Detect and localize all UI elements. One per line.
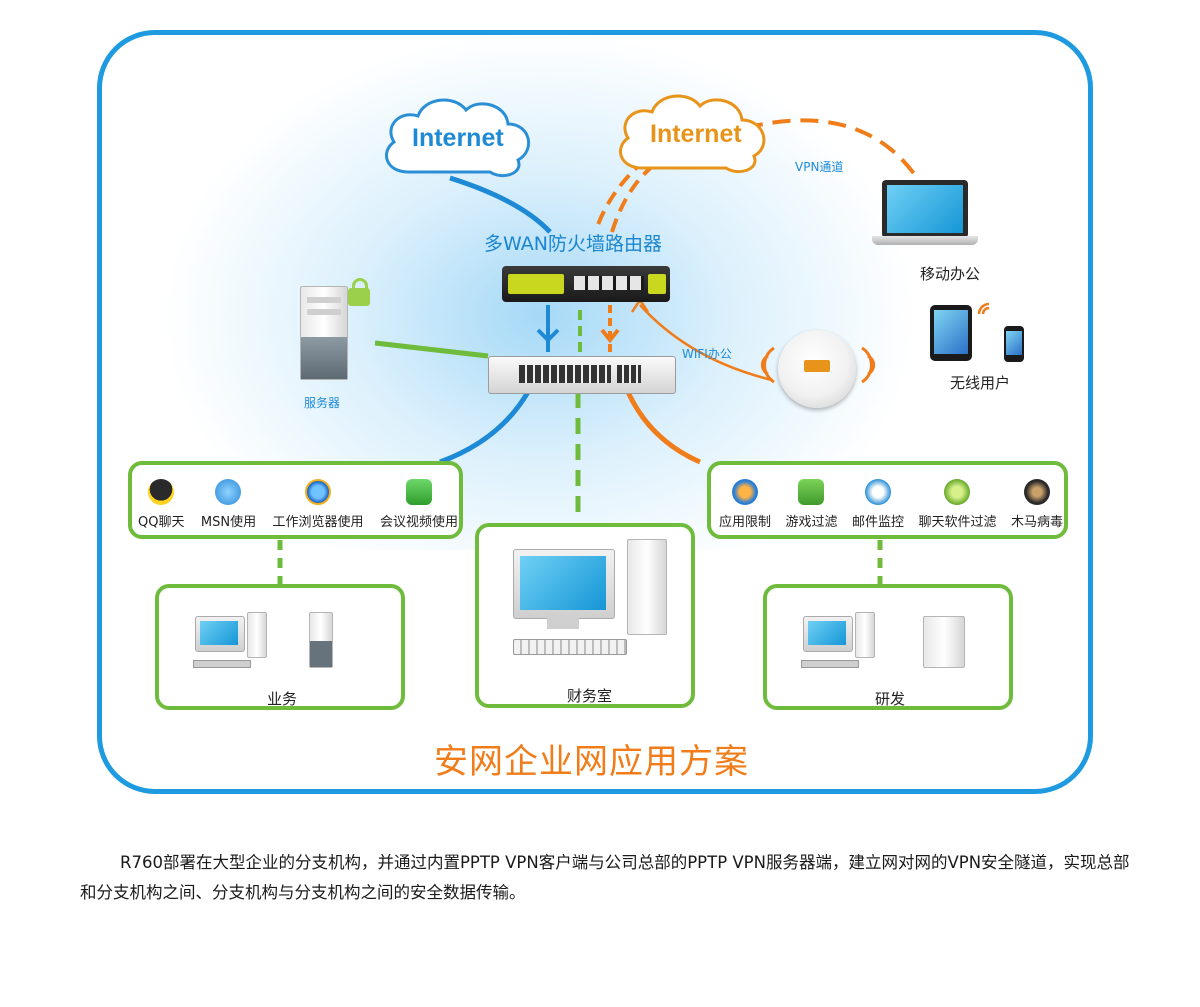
server-link [374, 340, 489, 359]
desktop-tower-icon [855, 612, 875, 658]
blue-link-switch-left-box [439, 390, 531, 465]
desktop-monitor-icon [195, 616, 245, 652]
internet-label-left: Internet [412, 124, 504, 152]
msn-icon [215, 479, 242, 505]
firewall-router-device [502, 266, 670, 302]
chat-software-icon [944, 479, 971, 505]
wireless-users-label: 无线用户 [950, 374, 1011, 392]
wifi-access-point-icon [778, 330, 856, 408]
gamepad-icon [798, 479, 825, 505]
lock-icon [348, 278, 370, 306]
solution-title: 安网企业网应用方案 [434, 742, 749, 782]
server-tower-small-icon [309, 612, 333, 668]
internet-cloud-orange-icon [618, 94, 766, 173]
blue-link-cloud-router [449, 175, 552, 234]
internet-cloud-blue-icon [384, 98, 530, 177]
mobile-office-label: 移动办公 [920, 265, 981, 283]
server-tower-icon [300, 286, 348, 380]
dept-box-business: 业务 [155, 584, 405, 710]
wifi-signal-small-icon [977, 302, 990, 315]
desktop-tower-large-icon [627, 539, 667, 635]
dept-label-finance: 财务室 [567, 687, 613, 705]
desktop-monitor-icon [803, 616, 853, 652]
wifi-link [639, 304, 773, 382]
dept-label-rnd: 研发 [875, 690, 906, 708]
dept-box-finance: 财务室 [475, 523, 695, 708]
desktop-tower-icon [247, 612, 267, 658]
orange-link-switch-right-box [625, 390, 702, 465]
network-switch-device [488, 356, 676, 394]
app-game-filter: 游戏过滤 [785, 479, 838, 530]
dept-box-rnd: 研发 [763, 584, 1013, 710]
server-label: 服务器 [304, 396, 341, 410]
app-msn: MSN使用 [201, 479, 256, 530]
left-app-box: QQ聊天 MSN使用 工作浏览器使用 会议视频使用 [128, 461, 463, 539]
vpn-channel-label: VPN通道 [795, 160, 844, 174]
phone-icon [405, 479, 432, 505]
wifi-signal-right-icon [861, 346, 876, 384]
ie-browser-icon [305, 479, 332, 505]
app-qq: QQ聊天 [138, 479, 184, 530]
desktop-monitor-large-icon [513, 549, 615, 619]
router-title: 多WAN防火墙路由器 [484, 233, 662, 255]
wifi-office-label: WIFI办公 [682, 347, 732, 361]
dept-label-business: 业务 [267, 690, 298, 708]
keyboard-icon [513, 639, 627, 655]
description-paragraph: R760部署在大型企业的分支机构，并通过内置PPTP VPN客户端与公司总部的P… [80, 853, 1130, 902]
app-video-meeting: 会议视频使用 [380, 479, 458, 530]
vpn-channel-line [744, 118, 917, 177]
qq-icon [148, 479, 175, 505]
right-app-box: 应用限制 游戏过滤 邮件监控 聊天软件过滤 木马病毒 [707, 461, 1068, 539]
app-trojan: 木马病毒 [1011, 479, 1063, 530]
trojan-icon [1023, 479, 1050, 505]
tablet-icon [930, 305, 972, 361]
wifi-signal-left-icon [760, 346, 775, 384]
app-limit: 应用限制 [719, 479, 771, 530]
server-box-icon [923, 616, 965, 668]
mail-icon [864, 479, 891, 505]
app-ie-browser: 工作浏览器使用 [273, 479, 364, 530]
internet-label-right: Internet [650, 120, 742, 148]
app-chat-filter: 聊天软件过滤 [918, 479, 996, 530]
app-mail-monitor: 邮件监控 [852, 479, 904, 530]
app-limit-icon [732, 479, 758, 505]
laptop-icon [882, 180, 968, 238]
smartphone-icon [1004, 326, 1024, 362]
